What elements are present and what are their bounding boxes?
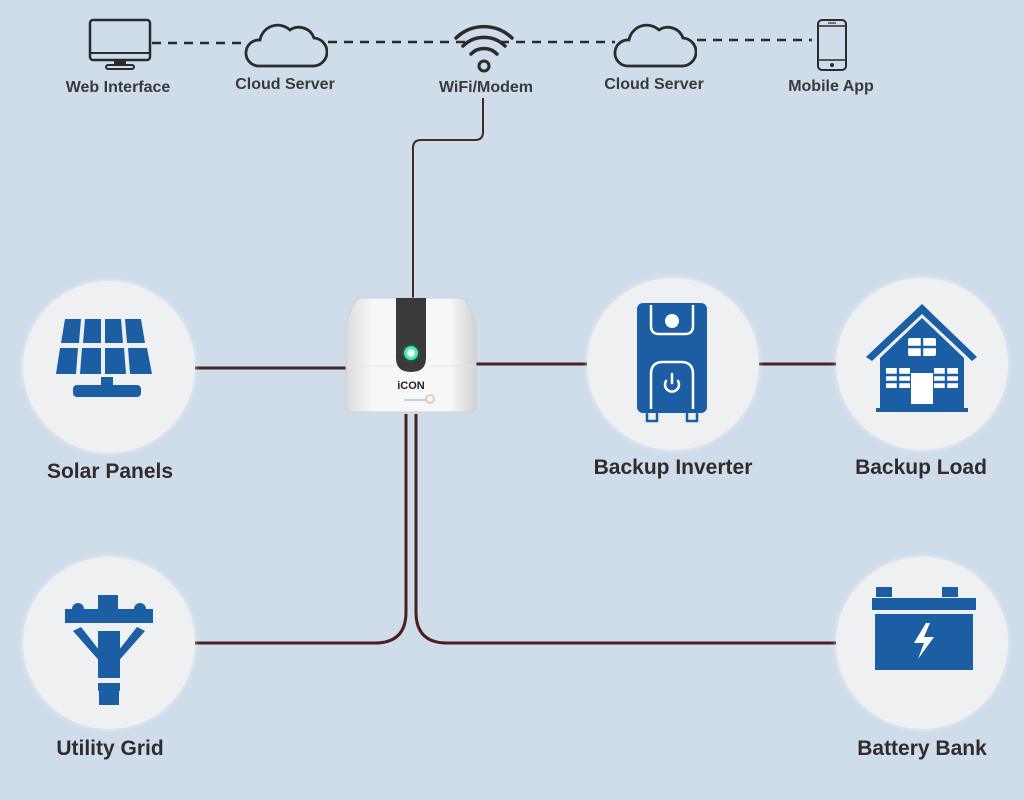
wire-grid-device xyxy=(194,414,408,645)
cloud-icon xyxy=(244,23,328,68)
label-mobile-app: Mobile App xyxy=(788,78,874,95)
label-backup-inverter: Backup Inverter xyxy=(593,456,753,479)
wire-device-battery xyxy=(414,414,838,645)
smartphone-icon xyxy=(817,19,847,71)
node-battery-bank[interactable] xyxy=(836,557,1008,729)
label-cloud-server-1: Cloud Server xyxy=(235,76,335,93)
power-pole-icon xyxy=(65,595,153,709)
icon-monitoring-device[interactable]: iCON xyxy=(344,296,478,414)
wifi-icon xyxy=(454,24,514,73)
label-wifi-modem: WiFi/Modem xyxy=(438,79,534,96)
device-brand: iCON xyxy=(397,380,425,392)
node-backup-inverter[interactable] xyxy=(587,278,759,450)
label-solar-panels: Solar Panels xyxy=(46,460,174,483)
house-icon xyxy=(866,304,977,412)
solar-panel-icon xyxy=(56,319,152,397)
cloud-icon xyxy=(613,23,697,68)
label-web-interface: Web Interface xyxy=(65,79,171,96)
label-battery-bank: Battery Bank xyxy=(857,737,987,760)
inverter-icon xyxy=(637,303,707,423)
monitor-icon xyxy=(88,18,152,70)
node-backup-load[interactable] xyxy=(836,278,1008,450)
node-solar-panels[interactable] xyxy=(23,281,195,453)
label-utility-grid: Utility Grid xyxy=(56,737,164,760)
wire-wifi-device xyxy=(412,98,484,300)
label-cloud-server-2: Cloud Server xyxy=(604,76,704,93)
node-utility-grid[interactable] xyxy=(23,557,195,729)
label-backup-load: Backup Load xyxy=(855,456,987,479)
battery-icon xyxy=(872,587,976,670)
